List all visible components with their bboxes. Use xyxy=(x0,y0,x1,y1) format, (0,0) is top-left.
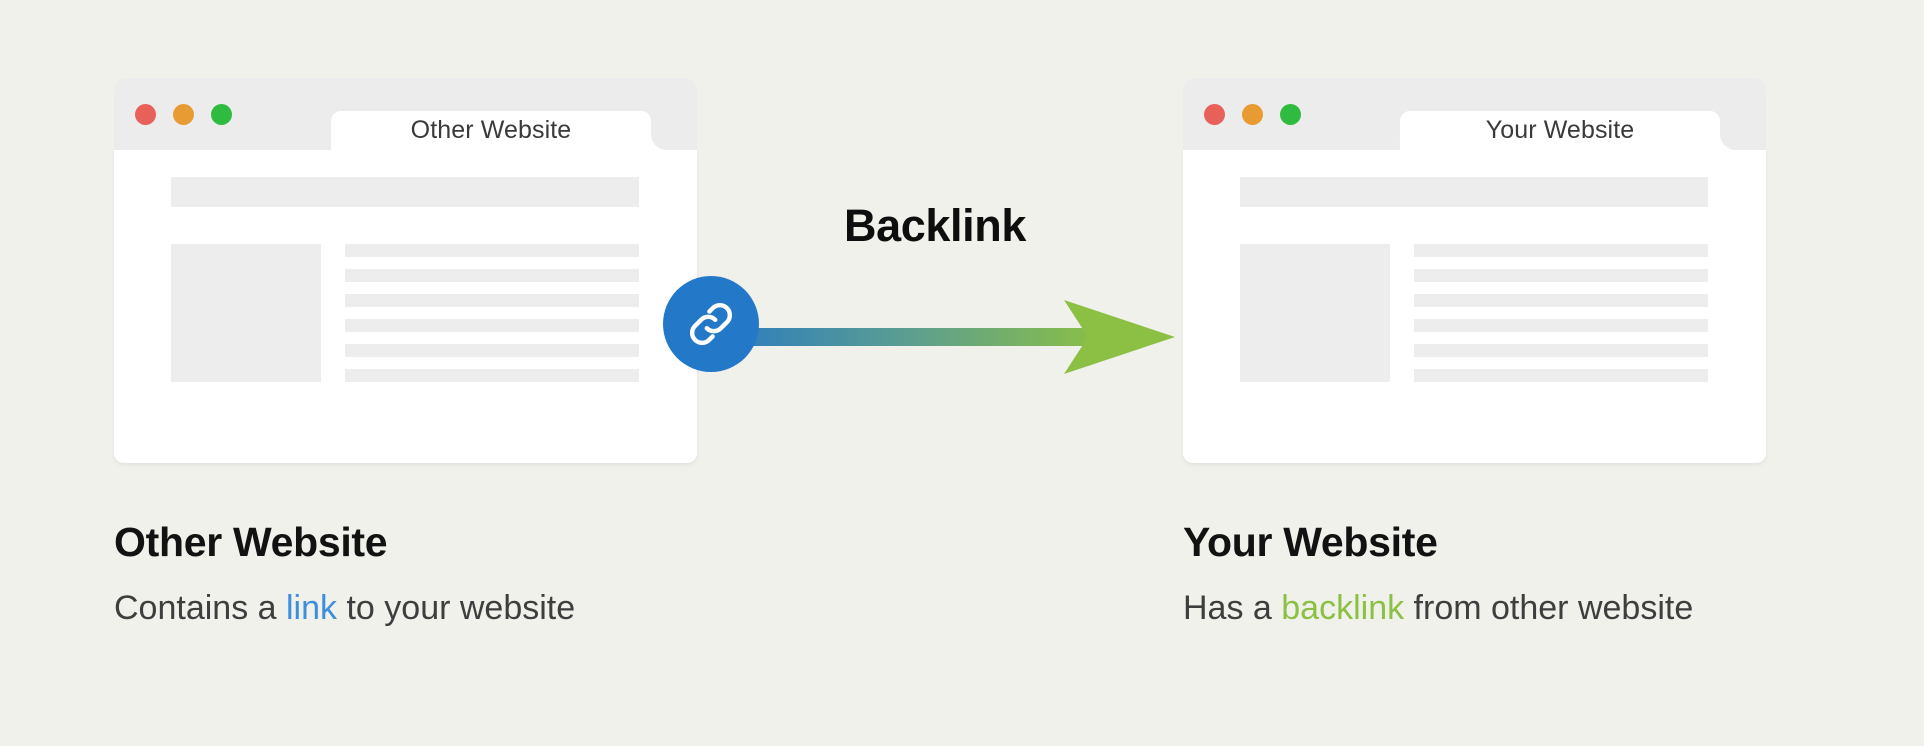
wireframe-header-block-right xyxy=(1240,177,1708,207)
wireframe-text-line xyxy=(1414,294,1708,307)
wireframe-text-line xyxy=(345,319,639,332)
backlink-label: Backlink xyxy=(844,200,1026,251)
caption-description-right: Has a backlink from other website xyxy=(1183,591,1924,625)
caption-text-part: to your website xyxy=(337,589,576,627)
window-controls-left xyxy=(135,104,232,125)
browser-chrome-bar-right: Your Website xyxy=(1183,78,1766,150)
browser-tab-label-left: Other Website xyxy=(410,116,572,144)
caption-text-part: Contains a xyxy=(114,589,286,627)
arrow-right-icon xyxy=(696,300,1175,374)
wireframe-text-line xyxy=(345,344,639,357)
wireframe-text-line xyxy=(345,294,639,307)
browser-tab-your-website[interactable]: Your Website xyxy=(1400,111,1720,150)
browser-tab-label-right: Your Website xyxy=(1485,116,1635,144)
browser-chrome-bar-left: Other Website xyxy=(114,78,697,150)
caption-other-website: Other Website Contains a link to your we… xyxy=(114,519,894,626)
wireframe-text-line xyxy=(345,369,639,382)
close-dot[interactable] xyxy=(135,104,156,125)
wireframe-text-line xyxy=(1414,269,1708,282)
window-controls-right xyxy=(1204,104,1301,125)
wireframe-header-block-left xyxy=(171,177,639,207)
caption-link-highlight: link xyxy=(286,589,338,627)
backlink-arrow xyxy=(696,296,1180,382)
caption-text-part: Has a xyxy=(1183,589,1282,627)
browser-window-your-website: Your Website xyxy=(1183,78,1766,463)
wireframe-text-line xyxy=(1414,344,1708,357)
wireframe-text-line xyxy=(1414,319,1708,332)
caption-title-right: Your Website xyxy=(1183,519,1438,565)
minimize-dot[interactable] xyxy=(1242,104,1263,125)
wireframe-thumbnail-block-left xyxy=(171,244,321,382)
caption-backlink-highlight: backlink xyxy=(1281,589,1405,627)
wireframe-text-lines-right xyxy=(1414,244,1708,382)
wireframe-thumbnail-block-right xyxy=(1240,244,1390,382)
browser-tab-other-website[interactable]: Other Website xyxy=(331,111,651,150)
maximize-dot[interactable] xyxy=(1280,104,1301,125)
wireframe-text-line xyxy=(1414,369,1708,382)
browser-viewport-right xyxy=(1183,150,1766,463)
close-dot[interactable] xyxy=(1204,104,1225,125)
wireframe-text-line xyxy=(345,244,639,257)
link-icon xyxy=(683,296,739,352)
maximize-dot[interactable] xyxy=(211,104,232,125)
link-badge[interactable] xyxy=(663,276,759,372)
wireframe-text-line xyxy=(345,269,639,282)
caption-description-left: Contains a link to your website xyxy=(114,591,894,625)
wireframe-text-line xyxy=(1414,244,1708,257)
browser-viewport-left xyxy=(114,150,697,463)
browser-window-other-website: Other Website xyxy=(114,78,759,463)
caption-your-website: Your Website Has a backlink from other w… xyxy=(1183,519,1924,626)
minimize-dot[interactable] xyxy=(173,104,194,125)
caption-text-part: from other website xyxy=(1404,589,1694,627)
wireframe-text-lines-left xyxy=(345,244,639,382)
caption-title-left: Other Website xyxy=(114,519,388,565)
